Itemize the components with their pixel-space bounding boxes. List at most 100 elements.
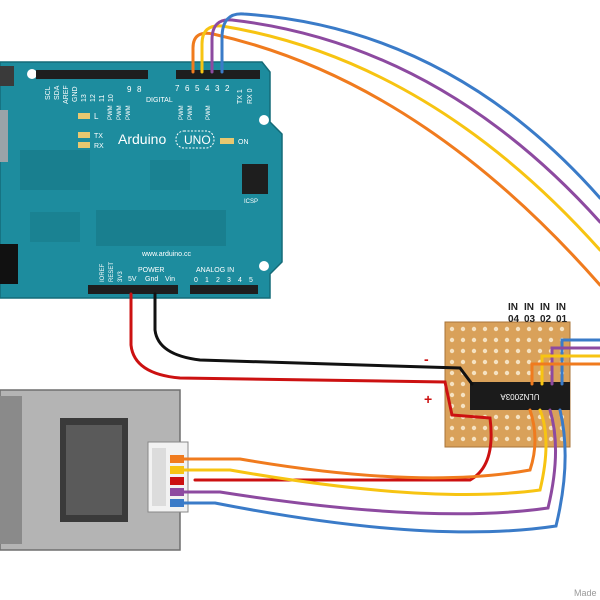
icsp-header <box>242 164 268 194</box>
motor-end-cap <box>0 396 22 544</box>
chip-label: ULN2003A <box>500 392 540 401</box>
digital-header-high <box>36 70 148 79</box>
wires <box>129 12 600 534</box>
pin-number: 3 <box>215 84 220 93</box>
perfboard-hole <box>493 425 499 431</box>
wire-orange-in4 <box>530 362 600 386</box>
perfboard-hole <box>460 337 466 343</box>
mount-hole <box>259 261 269 271</box>
board-trace <box>150 160 190 190</box>
icsp-label: ICSP <box>244 199 258 205</box>
perfboard-hole <box>537 348 543 354</box>
perfboard-hole <box>449 392 455 398</box>
perfboard-hole <box>449 381 455 387</box>
perfboard-hole <box>526 348 532 354</box>
pwm-label: PWM <box>108 105 114 120</box>
perfboard-hole <box>449 326 455 332</box>
perfboard-hole <box>460 359 466 365</box>
pin-number: 11 <box>99 95 106 102</box>
perfboard-hole <box>493 436 499 442</box>
perfboard-hole <box>471 425 477 431</box>
wire-red-5v <box>129 292 493 482</box>
power-header <box>88 285 178 294</box>
perfboard-hole <box>537 326 543 332</box>
perfboard-hole <box>460 436 466 442</box>
perfboard-hole <box>482 436 488 442</box>
perfboard-hole <box>548 436 554 442</box>
perfboard-hole <box>515 425 521 431</box>
website-label: www.arduino.cc <box>141 251 192 258</box>
perfboard-hole <box>460 425 466 431</box>
perfboard-hole <box>537 436 543 442</box>
perfboard-hole <box>526 436 532 442</box>
board-trace <box>30 212 80 242</box>
pin-number: 4 <box>205 84 210 93</box>
perfboard-hole <box>548 425 554 431</box>
plus-label: + <box>424 391 432 407</box>
perfboard-hole <box>482 348 488 354</box>
perfboard-hole <box>493 414 499 420</box>
watermark: Made <box>574 588 597 598</box>
perfboard-hole <box>537 337 543 343</box>
pin-label-reset: RESET <box>109 262 115 282</box>
wire-black-gnd <box>153 292 474 386</box>
perfboard-hole <box>515 326 521 332</box>
perfboard-hole <box>460 392 466 398</box>
analog-pin: 3 <box>227 277 231 284</box>
mount-hole <box>27 69 37 79</box>
connector-pin <box>170 466 184 474</box>
led-tx-label: TX <box>94 133 103 140</box>
perfboard-hole <box>460 348 466 354</box>
board-trace <box>20 150 90 190</box>
pin-label-3v3: 3V3 <box>118 271 124 282</box>
pin-label-sda: SDA <box>54 85 61 100</box>
in-label: IN <box>508 302 518 313</box>
reset-button <box>0 66 14 86</box>
perfboard-hole <box>515 348 521 354</box>
perfboard-hole <box>471 348 477 354</box>
driver-chip <box>470 382 570 410</box>
analog-pin: 5 <box>249 277 253 284</box>
perfboard-hole <box>471 326 477 332</box>
perfboard-hole <box>449 370 455 376</box>
pin-number: 12 <box>90 94 97 102</box>
uln2003-driver-board: ULN2003A IN IN IN IN 04 03 02 01 - + <box>424 302 571 448</box>
perfboard-hole <box>515 414 521 420</box>
wire-yellow-in3 <box>540 354 600 386</box>
power-jack <box>0 244 18 284</box>
perfboard-hole <box>526 359 532 365</box>
wire-purple-motor <box>182 408 558 516</box>
wire-orange-motor <box>182 408 537 480</box>
pwm-label: PWM <box>206 105 212 120</box>
in-number: 01 <box>556 314 568 325</box>
wire-yellow-motor <box>182 408 548 496</box>
uno-label: UNO <box>184 133 211 147</box>
pin-label-5v: 5V <box>128 276 137 283</box>
perfboard-hole <box>526 425 532 431</box>
pin-number: 6 <box>185 84 190 93</box>
pin-number: 8 <box>137 85 142 94</box>
stepper-motor <box>0 389 189 551</box>
perfboard-hole <box>515 436 521 442</box>
pin-label-scl: SCL <box>45 86 52 100</box>
perfboard-hole <box>493 359 499 365</box>
mount-hole <box>259 115 269 125</box>
pin-label-gnd: GND <box>72 86 79 102</box>
perfboard-hole <box>504 414 510 420</box>
perfboard-hole <box>515 337 521 343</box>
pin-number: 5 <box>195 84 200 93</box>
perfboard-hole <box>526 414 532 420</box>
perfboard-hole <box>493 348 499 354</box>
perfboard-hole <box>504 348 510 354</box>
perfboard-hole <box>460 326 466 332</box>
usb-connector <box>0 110 8 162</box>
wire-orange-d5 <box>191 31 600 287</box>
perfboard-hole <box>471 436 477 442</box>
perfboard-hole <box>449 436 455 442</box>
pin-numbers-low: 7 6 5 4 3 2 <box>175 84 230 93</box>
connector-pin <box>170 455 184 463</box>
perfboard-hole <box>482 425 488 431</box>
perfboard-hole <box>449 348 455 354</box>
perfboard-hole <box>504 436 510 442</box>
perfboard-hole <box>471 359 477 365</box>
